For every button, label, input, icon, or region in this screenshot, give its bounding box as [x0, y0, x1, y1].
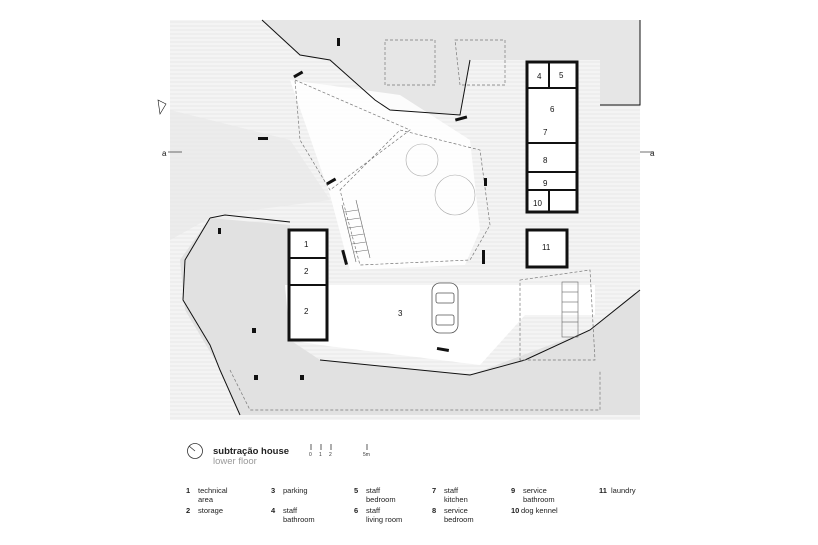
legend-item-10: 10 dog kennel	[511, 506, 591, 518]
section-marks: a a	[157, 99, 655, 158]
scale-label-0: 0	[309, 452, 312, 458]
drawing-subtitle: lower floor	[213, 456, 257, 467]
floor-plan: a a 4 5 6 7 8 9 10 11 1 2 2 3	[157, 19, 655, 420]
parked-car	[431, 282, 459, 334]
section-mark-left: a	[162, 149, 167, 158]
legend-text: laundry	[611, 486, 636, 495]
legend-text: technical area	[198, 486, 228, 504]
legend-number: 2	[186, 506, 191, 515]
legend-number: 4	[271, 506, 276, 515]
scale-label-1: 1	[319, 452, 322, 458]
building-laundry	[525, 228, 569, 269]
legend-text: staff bedroom	[366, 486, 396, 504]
legend-text: dog kennel	[521, 506, 558, 515]
legend-item-2: 2 storage	[186, 506, 256, 526]
legend-text: staff living room	[366, 506, 403, 524]
legend-item-5: 5 staff bedroom	[354, 486, 424, 506]
legend-item-7: 7 staff kitchen	[432, 486, 502, 506]
building-right-partitions	[527, 62, 577, 212]
north-arrow-icon	[187, 443, 203, 459]
room-label-3: 3	[398, 309, 403, 318]
scale-label-5m: 5m	[363, 452, 370, 458]
room-label-6: 6	[550, 105, 555, 114]
garden-circles	[405, 143, 476, 216]
legend-number: 5	[354, 486, 359, 495]
room-label-4: 4	[537, 72, 542, 81]
room-label-1: 1	[304, 240, 309, 249]
scale-bar: 0 1 2 5m	[309, 444, 370, 458]
legend-item-1: 1 technical area	[186, 486, 256, 506]
roof-outline	[229, 39, 601, 411]
room-label-7: 7	[543, 128, 548, 137]
legend-text: staff bathroom	[283, 506, 315, 524]
legend-number: 1	[186, 486, 191, 495]
legend-number: 10	[511, 506, 520, 515]
staircase-left	[341, 199, 371, 263]
room-label-11: 11	[542, 243, 551, 252]
room-labels: 4 5 6 7 8 9 10 11 1 2 2 3	[304, 71, 564, 318]
legend-item-6: 6 staff living room	[354, 506, 424, 526]
legend-item-3: 3 parking	[271, 486, 341, 506]
legend-text: storage	[198, 506, 224, 515]
legend-item-4: 4 staff bathroom	[271, 506, 341, 526]
room-label-9: 9	[543, 179, 548, 188]
legend-number: 7	[432, 486, 437, 495]
room-label-8: 8	[543, 156, 548, 165]
legend-text: service bathroom	[523, 486, 555, 504]
room-label-10: 10	[533, 199, 542, 208]
scale-label-2: 2	[329, 452, 332, 458]
staircase-right	[561, 281, 579, 338]
legend-text: parking	[283, 486, 308, 495]
legend-item-8: 8 service bedroom	[432, 506, 502, 526]
legend-number: 6	[354, 506, 359, 515]
legend-number: 3	[271, 486, 276, 495]
room-label-2b: 2	[304, 307, 309, 316]
legend-text: service bedroom	[444, 506, 474, 524]
column-marks	[218, 38, 487, 380]
legend-number: 8	[432, 506, 437, 515]
room-label-2a: 2	[304, 267, 309, 276]
legend-number: 11	[599, 486, 607, 495]
legend-number: 9	[511, 486, 516, 495]
building-left-partitions	[289, 257, 327, 286]
room-label-5: 5	[559, 71, 564, 80]
legend-text: staff kitchen	[444, 486, 468, 504]
legend-item-11: 11 laundry	[599, 486, 669, 498]
drawing-title: subtração house	[213, 446, 290, 457]
section-mark-right: a	[650, 149, 655, 158]
legend-item-9: 9 service bathroom	[511, 486, 591, 506]
